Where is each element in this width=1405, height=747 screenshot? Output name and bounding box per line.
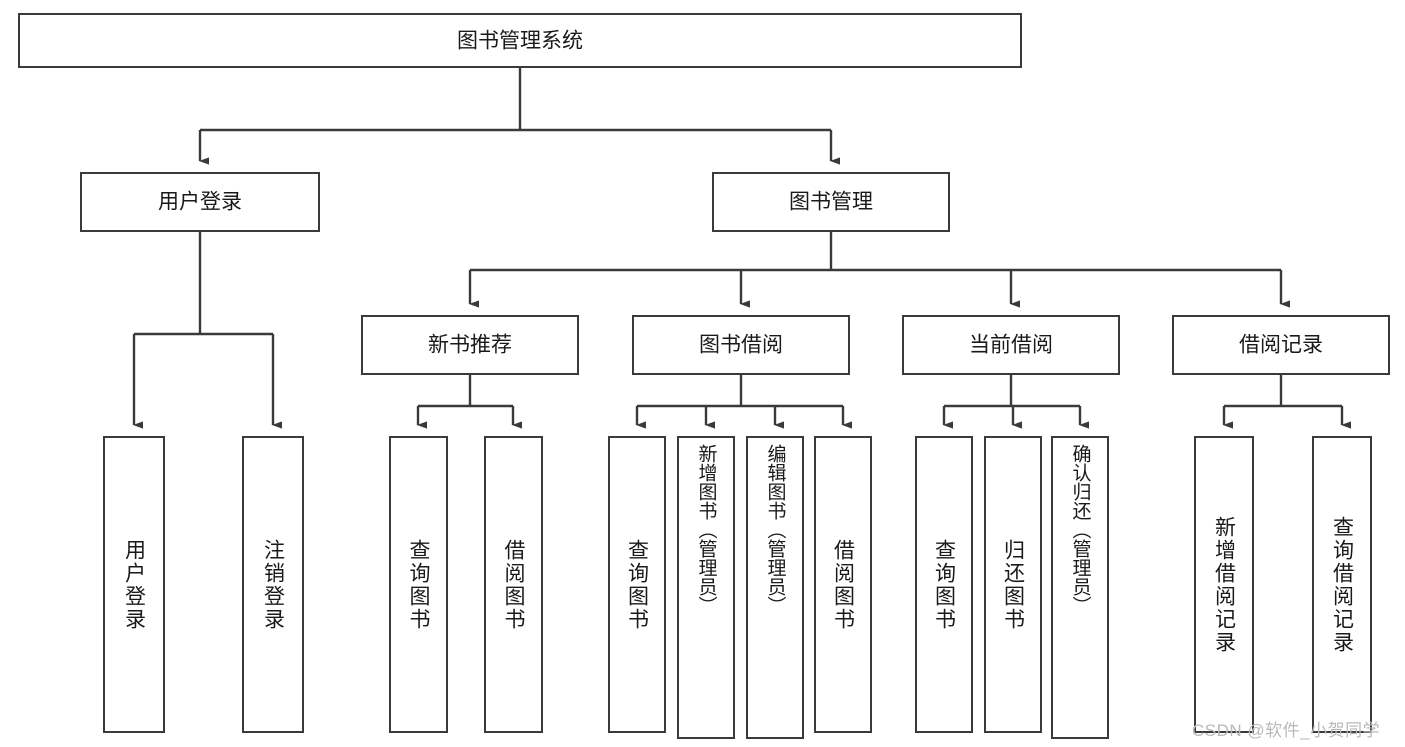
node-current-borrow[interactable]: 当前借阅: [902, 315, 1120, 375]
node-current-borrow-label: 当前借阅: [969, 333, 1053, 357]
node-leaf-add-book-admin-label: 新增图书（管理员）: [695, 444, 717, 615]
csdn-watermark: CSDN @软件_小贺同学: [1192, 721, 1381, 740]
node-borrow-record[interactable]: 借阅记录: [1172, 315, 1390, 375]
node-leaf-borrow-book-1-label: 借阅图书: [502, 538, 525, 631]
node-borrow-record-label: 借阅记录: [1239, 333, 1323, 357]
node-leaf-user-login[interactable]: 用户登录: [103, 436, 165, 733]
node-leaf-query-book-2[interactable]: 查询图书: [608, 436, 666, 733]
node-leaf-logout-login-label: 注销登录: [261, 538, 285, 631]
node-book-manage-label: 图书管理: [789, 190, 873, 214]
node-leaf-return-book-label: 归还图书: [1001, 538, 1025, 631]
node-root[interactable]: 图书管理系统: [18, 13, 1022, 68]
node-book-borrow[interactable]: 图书借阅: [632, 315, 850, 375]
node-leaf-query-record[interactable]: 查询借阅记录: [1312, 436, 1372, 733]
node-leaf-add-book-admin[interactable]: 新增图书（管理员）: [677, 436, 735, 739]
node-leaf-edit-book-admin-label: 编辑图书（管理员）: [764, 444, 786, 615]
node-leaf-query-book-3-label: 查询图书: [932, 538, 956, 631]
node-user-login[interactable]: 用户登录: [80, 172, 320, 232]
node-leaf-query-book-2-label: 查询图书: [625, 538, 649, 631]
node-leaf-add-record[interactable]: 新增借阅记录: [1194, 436, 1254, 733]
node-leaf-borrow-book-2[interactable]: 借阅图书: [814, 436, 872, 733]
node-leaf-logout-login[interactable]: 注销登录: [242, 436, 304, 733]
node-new-book-rec-label: 新书推荐: [428, 333, 512, 357]
node-leaf-borrow-book-2-label: 借阅图书: [831, 538, 855, 631]
node-leaf-confirm-return-label: 确认归还（管理员）: [1069, 444, 1091, 615]
node-leaf-query-book-1-label: 查询图书: [407, 538, 430, 631]
node-book-borrow-label: 图书借阅: [699, 333, 783, 357]
node-leaf-add-record-label: 新增借阅记录: [1212, 515, 1236, 654]
node-new-book-rec[interactable]: 新书推荐: [361, 315, 579, 375]
node-root-label: 图书管理系统: [457, 28, 583, 52]
node-leaf-edit-book-admin[interactable]: 编辑图书（管理员）: [746, 436, 804, 739]
node-leaf-query-book-1[interactable]: 查询图书: [389, 436, 448, 733]
node-leaf-query-book-3[interactable]: 查询图书: [915, 436, 973, 733]
node-leaf-query-record-label: 查询借阅记录: [1330, 515, 1354, 654]
node-leaf-borrow-book-1[interactable]: 借阅图书: [484, 436, 543, 733]
node-leaf-user-login-label: 用户登录: [122, 538, 146, 631]
node-user-login-label: 用户登录: [158, 190, 242, 214]
node-leaf-return-book[interactable]: 归还图书: [984, 436, 1042, 733]
node-leaf-confirm-return[interactable]: 确认归还（管理员）: [1051, 436, 1109, 739]
node-book-manage[interactable]: 图书管理: [712, 172, 950, 232]
